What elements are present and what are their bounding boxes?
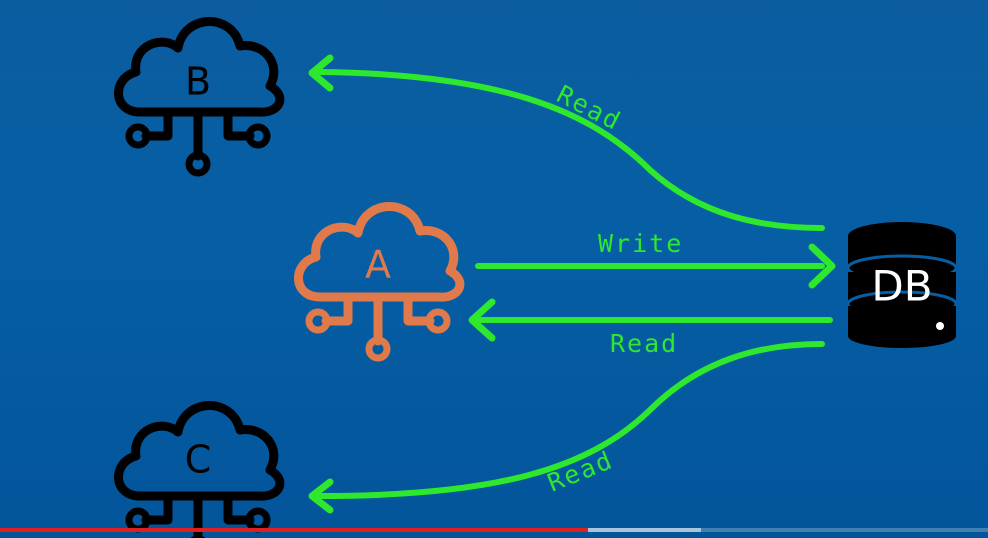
cloud-node-c: C	[118, 405, 279, 538]
cloud-node-b: B	[118, 21, 279, 173]
progress-played	[0, 528, 588, 532]
video-progress-bar[interactable]	[0, 528, 988, 532]
arrow-a-to-db	[475, 243, 836, 289]
database-label: DB	[871, 262, 932, 311]
node-c-label: C	[185, 438, 212, 482]
arrow-db-to-b	[308, 54, 825, 231]
flow-label-db-to-c: Read	[543, 445, 617, 497]
cloud-node-a: A	[298, 206, 459, 358]
flow-label-a-to-db: Write	[598, 229, 683, 258]
node-a-label: A	[365, 243, 391, 287]
flow-label-db-to-a: Read	[610, 329, 678, 358]
arrow-db-to-a	[468, 298, 833, 342]
database-icon	[846, 222, 958, 348]
database-node: DB	[846, 222, 958, 348]
arrow-db-to-c	[308, 341, 825, 514]
node-b-label: B	[185, 60, 211, 104]
